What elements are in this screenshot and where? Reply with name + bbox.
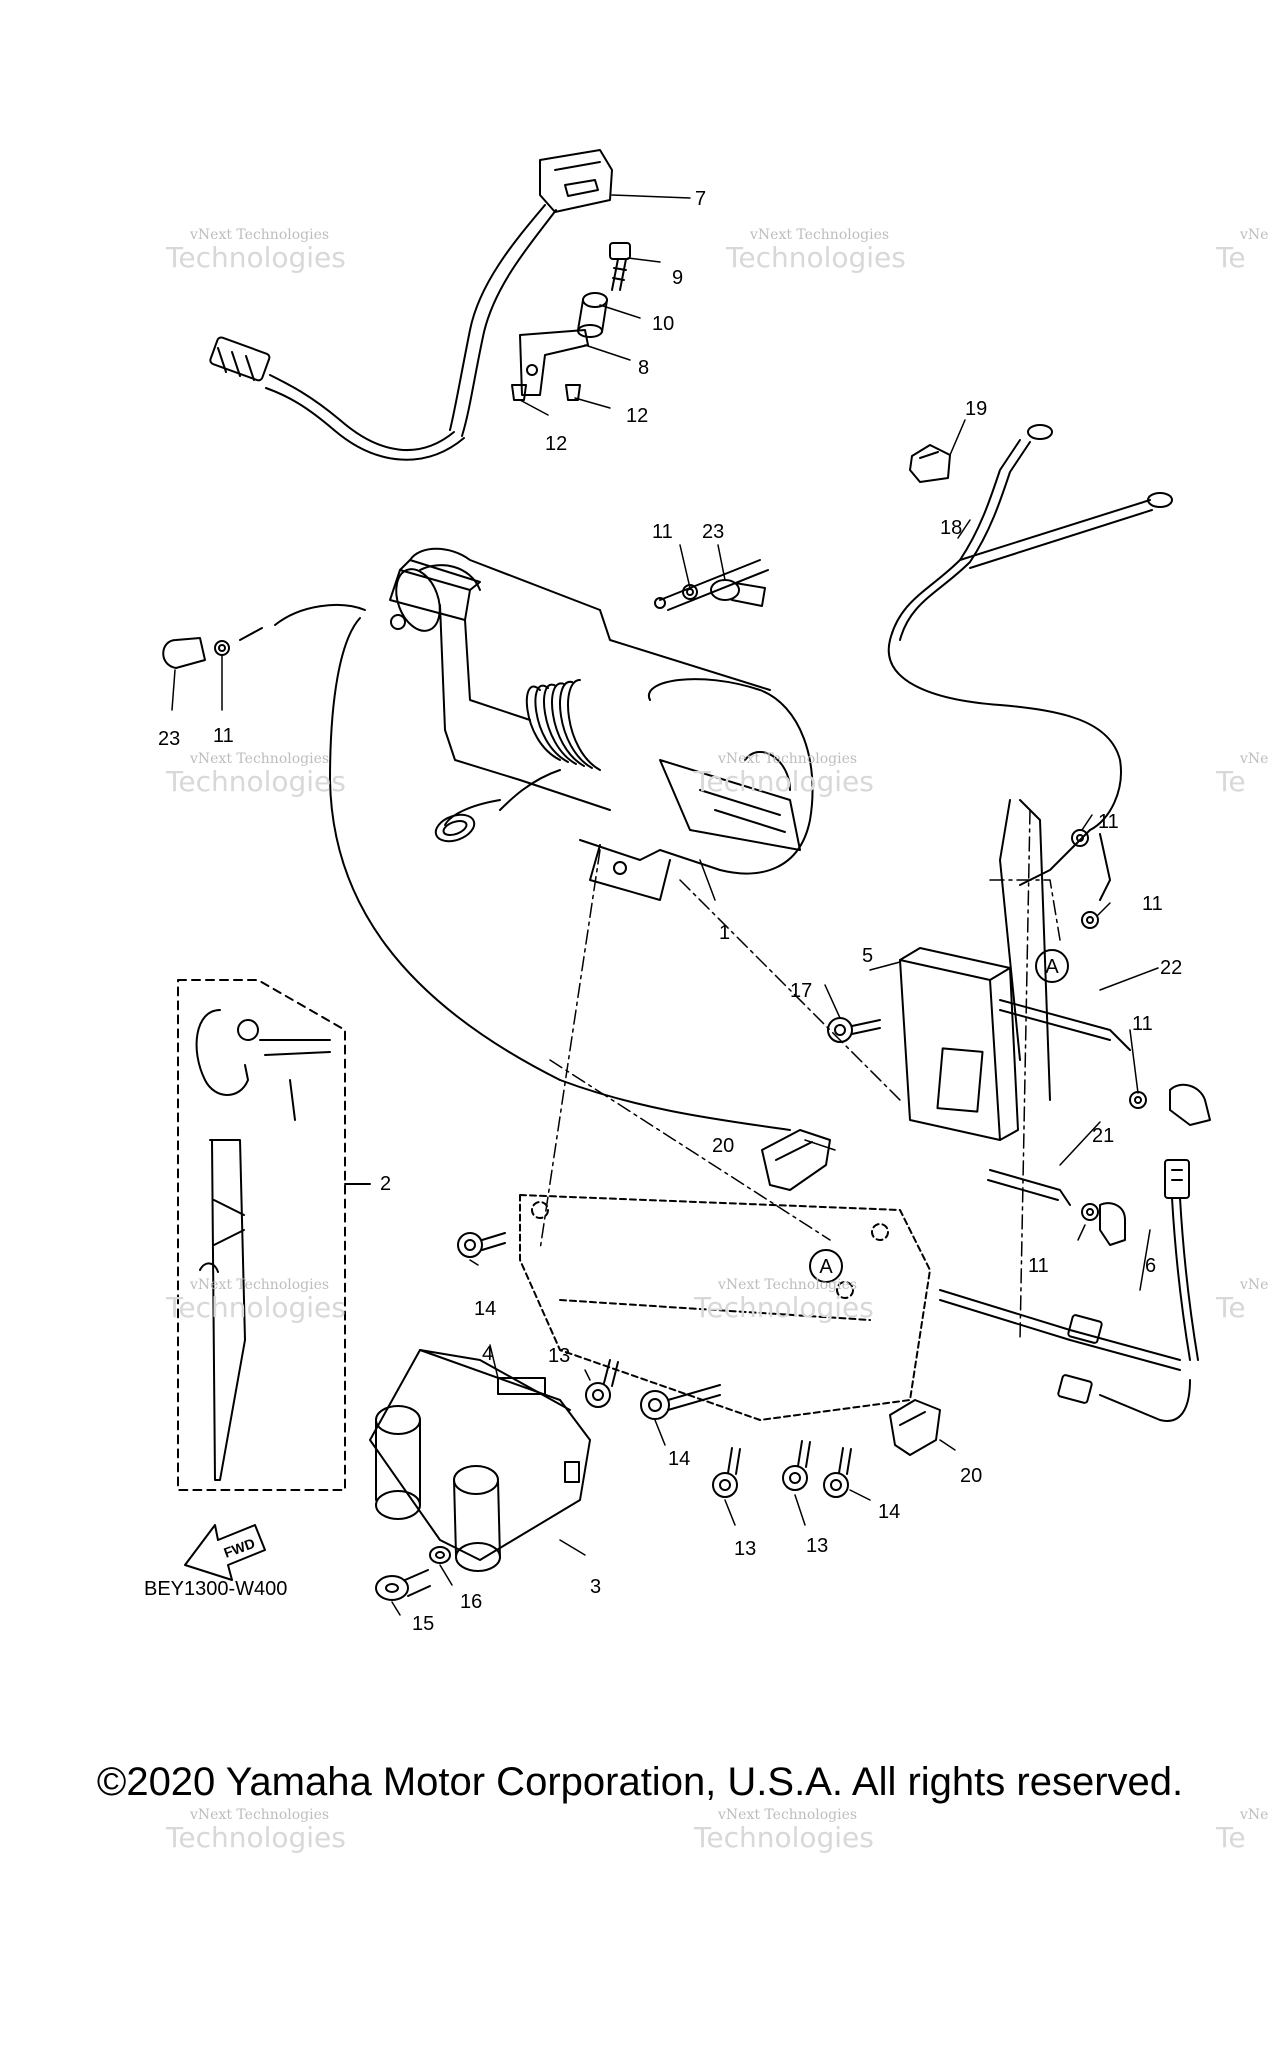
callout-17: 17	[790, 980, 812, 1002]
leader-lines	[171, 194, 1159, 1616]
clamp-part-20-upper	[761, 1129, 831, 1191]
callout-11d: 11	[1142, 893, 1163, 915]
fwd-arrow-icon	[184, 1524, 266, 1581]
switch-bracket-part-8	[519, 329, 589, 396]
hook-strap-kit-part-2	[177, 979, 371, 1491]
callout-18: 18	[940, 517, 962, 539]
callout-9: 9	[672, 267, 683, 289]
callout-14a: 14	[474, 1298, 496, 1320]
ref-letter-a-lower: A	[819, 1256, 833, 1278]
callout-1: 1	[719, 922, 730, 944]
callout-16: 16	[460, 1591, 482, 1613]
nut-part-11-r3	[1129, 1091, 1147, 1109]
callout-8: 8	[638, 357, 649, 379]
ref-letter-a-upper: A	[1045, 956, 1059, 978]
connector-part-6	[1164, 1159, 1199, 1361]
terminal-cap-part-23	[162, 637, 206, 669]
copyright-notice: ©2020 Yamaha Motor Corporation, U.S.A. A…	[96, 1760, 1184, 1804]
winch-assembly-part-1	[389, 547, 814, 901]
nut-part-11-r4	[1081, 1203, 1099, 1221]
bolt-part-14-lower	[823, 1447, 852, 1498]
winch-switch-part-7	[209, 149, 613, 461]
callout-3: 3	[590, 1576, 601, 1598]
bolt-part-13-lower-a	[712, 1447, 741, 1498]
clamp-part-19	[909, 444, 951, 483]
callout-12b: 12	[626, 405, 648, 427]
figure-code: BEY1300-W400	[144, 1578, 288, 1600]
callout-14c: 14	[878, 1501, 900, 1523]
nut-part-11-r2	[1081, 911, 1099, 929]
callout-21: 21	[1092, 1125, 1114, 1147]
bolt-part-14-mid	[640, 1384, 721, 1420]
mounting-plate	[519, 1194, 931, 1421]
callout-13a: 13	[548, 1345, 570, 1367]
fwd-label: FWD	[222, 1535, 257, 1561]
bolt-part-14-upper	[457, 1232, 506, 1258]
callout-23b: 23	[158, 728, 180, 750]
nut-part-11-left	[214, 640, 230, 656]
callout-11c: 11	[1098, 811, 1119, 833]
callout-5: 5	[862, 945, 873, 967]
nut-part-11-r1	[1071, 829, 1089, 847]
callout-22: 22	[1160, 957, 1182, 979]
callout-23a: 23	[702, 521, 724, 543]
callout-7: 7	[695, 188, 706, 210]
callout-11a: 11	[652, 521, 673, 543]
bolt-part-17	[827, 1017, 881, 1043]
bolt-part-9	[609, 242, 631, 291]
bolt-part-15	[375, 1569, 431, 1601]
callout-11f: 11	[1028, 1255, 1049, 1277]
callout-11e: 11	[1132, 1013, 1153, 1035]
callout-13b: 13	[734, 1538, 756, 1560]
callout-10: 10	[652, 313, 674, 335]
callout-13c: 13	[806, 1535, 828, 1557]
terminal-cap-part-23-top	[710, 579, 766, 607]
callout-2: 2	[380, 1173, 391, 1195]
harness-connectors-lower	[939, 1289, 1191, 1422]
collar-part-10	[577, 292, 608, 338]
winch-power-cable	[239, 559, 791, 1131]
clamp-part-20-lower	[889, 1399, 941, 1456]
callout-19: 19	[965, 398, 987, 420]
bolt-part-13-lower-b	[782, 1440, 811, 1491]
callout-11b: 11	[213, 725, 234, 747]
bolt-part-13-upper	[585, 1359, 619, 1408]
screw-part-12a	[511, 384, 527, 401]
ref-circle-a-lower	[809, 1249, 843, 1283]
cable-part-21	[987, 1169, 1126, 1246]
callout-20a: 20	[712, 1135, 734, 1157]
callout-20b: 20	[960, 1465, 982, 1487]
ref-circle-a-upper	[1035, 949, 1069, 983]
callout-12a: 12	[545, 433, 567, 455]
washer-part-16	[429, 1546, 451, 1564]
cable-part-22	[999, 999, 1211, 1126]
relay-box-part-5	[899, 799, 1051, 1141]
callout-14b: 14	[668, 1448, 690, 1470]
screw-part-12b	[565, 384, 581, 401]
callout-6: 6	[1145, 1255, 1156, 1277]
wire-harness-part-18	[887, 424, 1173, 901]
label-part-4	[497, 1377, 546, 1395]
callout-4: 4	[482, 1343, 493, 1365]
callout-numbers: 7 9 10 8 12 12 19 18 11 23 23 11 1 11 11…	[158, 188, 1182, 1635]
assembly-guide-lines	[539, 809, 1061, 1341]
callout-15: 15	[412, 1613, 434, 1635]
roller-fairlead-part-3	[369, 1349, 591, 1572]
